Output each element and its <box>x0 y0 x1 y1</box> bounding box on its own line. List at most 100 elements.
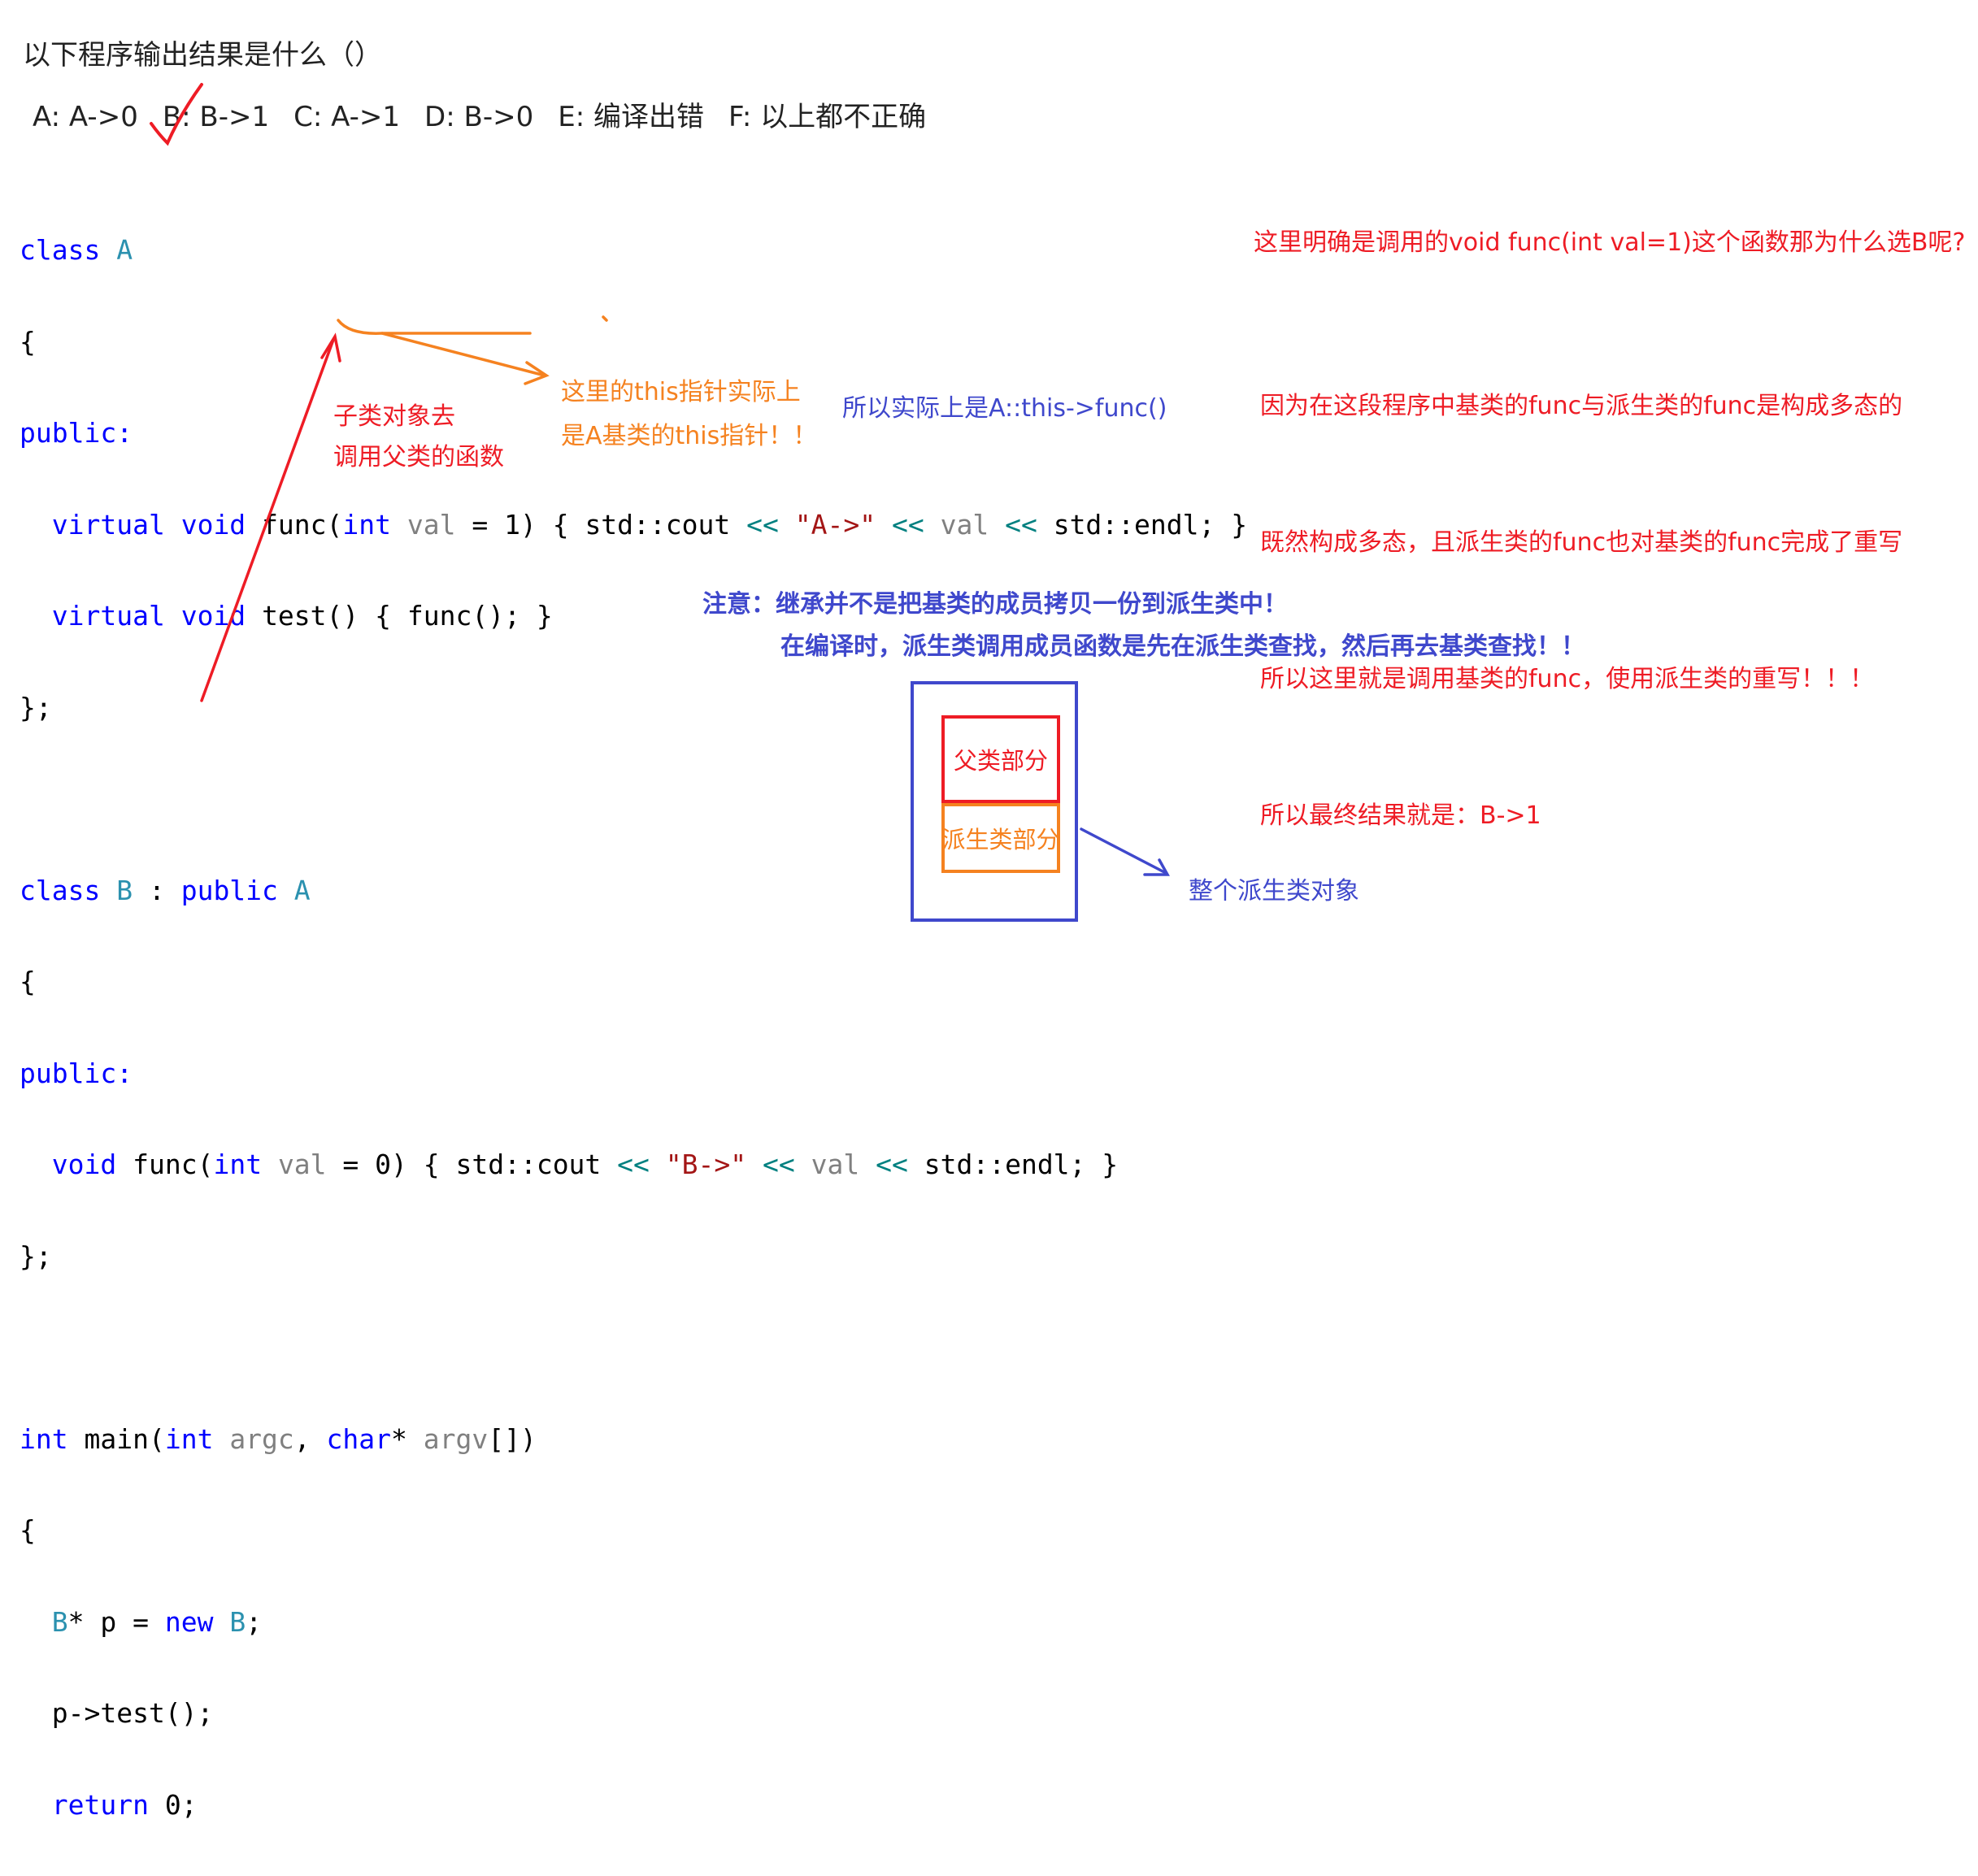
class-name: B <box>51 1605 68 1638</box>
keyword: class <box>20 874 101 906</box>
string-literal: "A->" <box>794 508 876 541</box>
keyword: int <box>164 1422 214 1455</box>
operator: << <box>746 508 779 541</box>
object-arrowhead <box>1143 858 1170 876</box>
explanation-note: 因为在这段程序中基类的func与派生类的func是构成多态的 既然构成多态，且派… <box>1260 293 1902 884</box>
operator: << <box>617 1149 650 1180</box>
code-line: { <box>20 966 36 997</box>
why-question-note: 这里明确是调用的void func(int val=1)这个函数那为什么选B呢? <box>1254 228 1966 257</box>
keyword: virtual <box>51 600 165 632</box>
call-arrowhead <box>320 332 341 363</box>
keyword: new <box>164 1605 214 1638</box>
code-text: main( <box>67 1422 165 1455</box>
explanation-line-4: 所以最终结果就是：B->1 <box>1260 801 1541 830</box>
class-name: A <box>293 874 311 906</box>
operator: << <box>891 508 924 541</box>
keyword: public: <box>20 417 133 449</box>
code-line: class B : public A <box>20 875 1247 906</box>
string-literal: "B->" <box>665 1149 747 1180</box>
code-line-blank <box>20 1332 1247 1363</box>
keyword: int <box>20 1422 68 1455</box>
code-line: { <box>20 325 36 358</box>
this-pointer-arrowhead <box>524 361 550 385</box>
code-text: std::endl; } <box>1037 508 1248 541</box>
this-pointer-note: 这里的this指针实际上是A基类的this指针！！ <box>561 371 817 458</box>
code-text: []) <box>488 1422 537 1455</box>
code-line: { <box>20 1514 36 1546</box>
option-c: C: A->1 <box>293 101 401 133</box>
explanation-line-3: 所以这里就是调用基类的func，使用派生类的重写！！！ <box>1260 665 1875 693</box>
keyword: int <box>342 508 392 541</box>
derived-object-box <box>911 681 1078 922</box>
operator: << <box>1005 508 1037 541</box>
code-text: test() { func(); } <box>262 600 553 632</box>
child-call-note: 子类对象去调用父类的函数 <box>333 397 504 478</box>
object-arrow <box>1080 827 1167 875</box>
derived-part-box: 派生类部分 <box>941 803 1060 873</box>
param: argv <box>423 1422 489 1455</box>
operator: << <box>763 1149 795 1180</box>
inheritance-note-1: 注意：继承并不是把基类的成员拷贝一份到派生类中！ <box>702 590 1288 619</box>
this-pointer-arrow <box>380 332 546 377</box>
option-e: E: 编译出错 <box>558 101 704 133</box>
whole-object-label: 整个派生类对象 <box>1189 877 1359 905</box>
func-underline <box>337 319 532 335</box>
question-text: 以下程序输出结果是什么（） <box>23 39 382 72</box>
code-line: }; <box>20 691 52 723</box>
keyword: virtual <box>51 508 165 541</box>
code-text: , <box>293 1422 327 1455</box>
operator: << <box>876 1149 908 1180</box>
option-f: F: 以上都不正确 <box>728 101 927 133</box>
inheritance-note-2: 在编译时，派生类调用成员函数是先在派生类查找，然后再去基类查找！！ <box>780 632 1585 661</box>
code-text: : <box>133 874 181 906</box>
keyword: public: <box>20 1057 133 1089</box>
option-d: D: B->0 <box>424 101 534 133</box>
option-a: A: A->0 <box>33 101 138 133</box>
code-text: = 1) { std::cout <box>455 508 747 541</box>
code-line: public: <box>20 1057 1247 1089</box>
class-name: B <box>229 1605 246 1638</box>
code-line: virtual void func(int val = 1) { std::co… <box>20 508 1248 541</box>
param: val <box>811 1149 860 1180</box>
code-line: class A <box>20 235 1247 266</box>
this-pointer-line-2: 是A基类的this指针！！ <box>561 422 818 450</box>
explanation-line-1: 因为在这段程序中基类的func与派生类的func是构成多态的 <box>1260 392 1903 420</box>
code-text: 0; <box>148 1788 198 1821</box>
explanation-line-2: 既然构成多态，且派生类的func也对基类的func完成了重写 <box>1260 528 1903 557</box>
keyword: void <box>180 508 246 541</box>
parent-part-label: 父类部分 <box>953 747 1048 775</box>
code-text: std::endl; } <box>907 1149 1119 1180</box>
code-line: return 0; <box>20 1788 1247 1821</box>
derived-part-label: 派生类部分 <box>941 826 1060 853</box>
keyword: void <box>51 1149 117 1180</box>
code-text: func( <box>133 1149 214 1180</box>
parent-part-box: 父类部分 <box>941 715 1060 803</box>
code-line: int main(int argc, char* argv[]) <box>20 1422 1247 1455</box>
code-text: * <box>391 1422 424 1455</box>
annotation-overlay <box>150 83 1170 876</box>
code-line: public: <box>20 418 1247 449</box>
keyword: return <box>51 1788 149 1821</box>
actual-call-note: 所以实际上是A::this->func() <box>842 394 1167 423</box>
keyword: int <box>213 1149 263 1180</box>
class-name: A <box>116 234 133 266</box>
checkmark-icon <box>150 83 203 146</box>
child-call-line-2: 调用父类的函数 <box>333 443 504 471</box>
code-line: void func(int val = 0) { std::cout << "B… <box>20 1149 1247 1180</box>
class-name: B <box>116 874 133 906</box>
code-text: = 0) { std::cout <box>326 1149 618 1180</box>
param: val <box>406 508 456 541</box>
code-text: ; <box>246 1605 263 1638</box>
code-line: virtual void test() { func(); } <box>20 601 1247 632</box>
code-line: B* p = new B; <box>20 1605 1247 1638</box>
call-arrow <box>200 338 335 702</box>
keyword: char <box>326 1422 392 1455</box>
keyword: public <box>180 874 278 906</box>
code-text: * p = <box>67 1605 165 1638</box>
code-line: p->test(); <box>20 1698 1247 1729</box>
param: val <box>940 508 989 541</box>
this-pointer-line-1: 这里的this指针实际上 <box>561 378 801 406</box>
code-text: p->test(); <box>51 1697 214 1729</box>
keyword: class <box>20 234 101 266</box>
code-text: func( <box>262 508 343 541</box>
